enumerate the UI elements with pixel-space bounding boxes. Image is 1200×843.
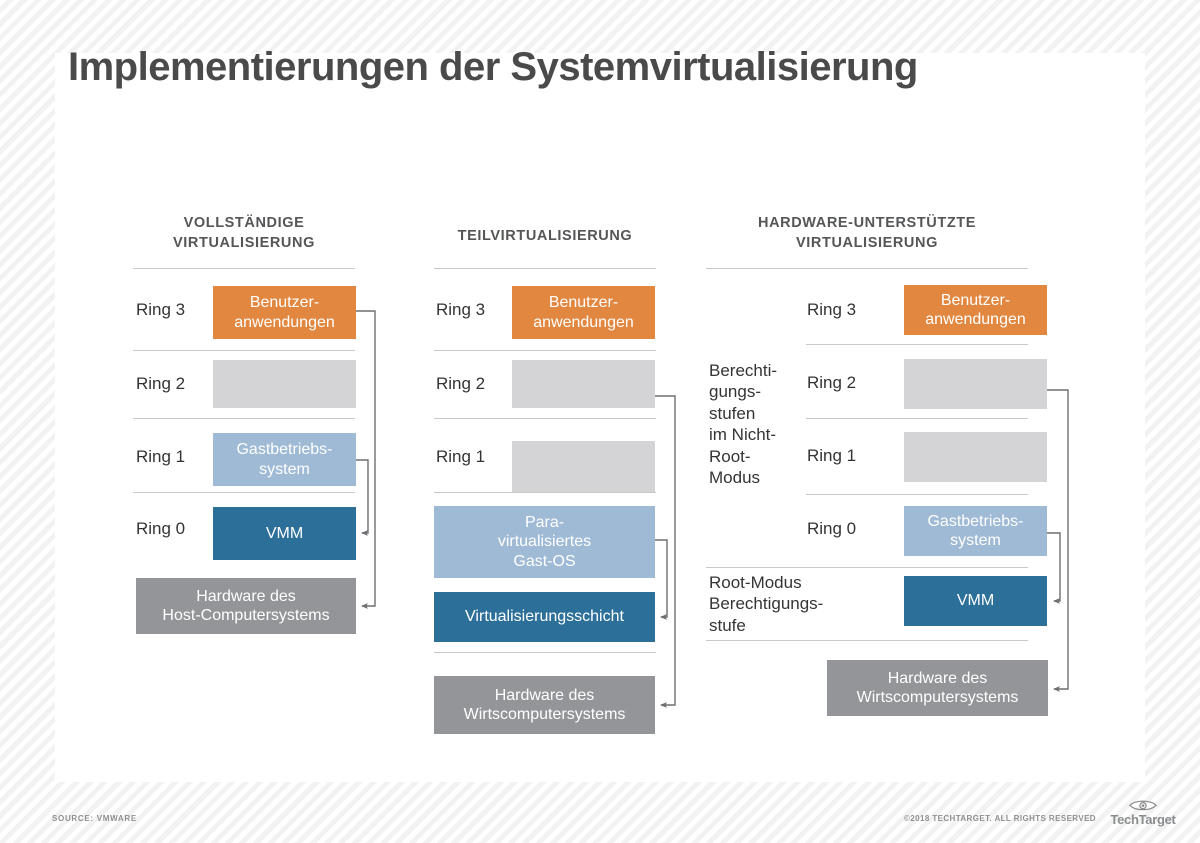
techtarget-logo: TechTarget [1104, 798, 1182, 826]
ring-label-1-col3: Ring 1 [807, 446, 857, 465]
side-label-line: stufen [709, 403, 756, 423]
side-label-line: stufe [709, 615, 746, 635]
row-divider [806, 494, 1028, 495]
box-label-line-1: Gastbetriebs- [236, 441, 333, 459]
box-label-line-1: Benutzer- [249, 294, 320, 312]
box-label: Virtualisierungsschicht [465, 608, 624, 626]
row-divider [133, 350, 355, 351]
row-divider [133, 268, 355, 269]
box-label-line-2: anwendungen [925, 311, 1026, 328]
column-heading-line-1: HARDWARE-UNTERSTÜTZTE [758, 215, 976, 231]
row-divider [434, 350, 656, 351]
box-label-line-1: Benutzer- [548, 294, 619, 312]
box-label-line-2: system [950, 532, 1001, 549]
row-divider [434, 652, 656, 653]
box-virtualization-layer-col2: Virtualisierungsschicht [434, 592, 655, 642]
box-label-line-1: Hardware des [494, 686, 595, 704]
eye-icon [1129, 800, 1157, 811]
box-ring2-empty-col1 [213, 360, 356, 408]
box-ring1-empty-col3 [904, 432, 1047, 482]
ring-label-0-col1: Ring 0 [136, 519, 186, 538]
box-label-line-1: Para- [524, 514, 565, 532]
ring-label-0-col3: Ring 0 [807, 519, 857, 538]
ring-label-3-col3: Ring 3 [807, 300, 857, 319]
box-ring2-empty-col3 [904, 359, 1047, 409]
side-label-line: Modus [709, 468, 761, 488]
row-divider [434, 418, 656, 419]
box-ring2-empty-col2 [512, 360, 655, 408]
column-heading-partial-virtualization: TEILVIRTUALISIERUNG [434, 227, 656, 247]
column-heading-hardware-assisted: HARDWARE-UNTERSTÜTZTE VIRTUALISIERUNG [706, 214, 1028, 253]
box-label-line-1: Benutzer- [940, 291, 1011, 309]
box-label-line-1: Gastbetriebs- [927, 512, 1024, 530]
source-label: SOURCE: VMWARE [52, 814, 137, 823]
box-label-line-1: Hardware des [196, 587, 296, 605]
box-guest-os-col1: Gastbetriebs- system [213, 433, 356, 486]
side-label-line: Berechti- [709, 361, 778, 380]
box-guest-os-col3: Gastbetriebs- system [904, 506, 1047, 556]
box-label: VMM [956, 592, 995, 610]
box-host-hardware-col2: Hardware des Wirtscomputersystems [434, 676, 655, 734]
row-divider [434, 268, 656, 269]
box-label-line-1: Hardware des [887, 669, 988, 687]
box-vmm-col1: VMM [213, 507, 356, 560]
row-divider [806, 344, 1028, 345]
ring-label-1-col2: Ring 1 [436, 447, 486, 466]
box-host-hardware-col3: Hardware des Wirtscomputersystems [827, 660, 1048, 716]
page-title: Implementierungen der Systemvirtualisier… [68, 45, 918, 89]
box-user-applications-col1: Benutzer- anwendungen [213, 286, 356, 339]
box-ring1-empty-col2 [512, 441, 655, 492]
box-paravirtualized-guest-os-col2: Para- virtualisiertes Gast-OS [434, 506, 655, 578]
row-divider [133, 418, 355, 419]
side-label-non-root-mode: Berechti- gungs- stufen im Nicht- Root- … [709, 360, 804, 488]
side-label-line: Root-Modus [709, 573, 802, 592]
box-label-line-2: virtualisiertes [497, 533, 592, 551]
column-heading-line-1: TEILVIRTUALISIERUNG [457, 228, 633, 244]
box-label-line-2: system [259, 460, 310, 478]
box-user-applications-col3: Benutzer- anwendungen [904, 285, 1047, 335]
techtarget-logo-text: TechTarget [1110, 812, 1176, 827]
copyright-label: ©2018 TECHTARGET. ALL RIGHTS RESERVED [904, 814, 1096, 823]
row-divider [434, 492, 656, 493]
ring-label-3-col2: Ring 3 [436, 300, 486, 319]
box-host-hardware-col1: Hardware des Host-Computersystems [136, 578, 356, 634]
box-user-applications-col2: Benutzer- anwendungen [512, 286, 655, 339]
column-heading-line-2: VIRTUALISIERUNG [796, 234, 938, 251]
side-label-line: Root- [709, 446, 751, 466]
ring-label-1-col1: Ring 1 [136, 447, 186, 466]
row-divider [806, 418, 1028, 419]
ring-label-2-col3: Ring 2 [807, 373, 857, 392]
row-divider [133, 492, 355, 493]
box-label-line-2: Wirtscomputersystems [463, 706, 626, 723]
column-heading-line-2: VIRTUALISIERUNG [173, 234, 315, 251]
box-label-line-2: Host-Computersystems [162, 607, 330, 624]
column-heading-line-1: VOLLSTÄNDIGE [183, 215, 305, 231]
row-divider [706, 567, 1028, 568]
ring-label-2-col2: Ring 2 [436, 374, 486, 393]
column-heading-full-virtualization: VOLLSTÄNDIGE VIRTUALISIERUNG [133, 214, 355, 253]
row-divider [706, 268, 1028, 269]
box-label: VMM [265, 524, 304, 542]
box-label-line-3: Gast-OS [513, 552, 576, 570]
side-label-root-mode: Root-Modus Berechtigungs- stufe [709, 572, 849, 636]
box-vmm-col3: VMM [904, 576, 1047, 626]
side-label-line: Berechtigungs- [709, 594, 824, 614]
box-label-line-2: anwendungen [234, 313, 335, 331]
box-label-line-2: Wirtscomputersystems [856, 689, 1019, 706]
ring-label-2-col1: Ring 2 [136, 374, 186, 393]
side-label-line: im Nicht- [709, 425, 777, 445]
ring-label-3-col1: Ring 3 [136, 300, 186, 319]
row-divider [706, 640, 1028, 641]
box-label-line-2: anwendungen [533, 313, 634, 331]
side-label-line: gungs- [709, 382, 761, 402]
